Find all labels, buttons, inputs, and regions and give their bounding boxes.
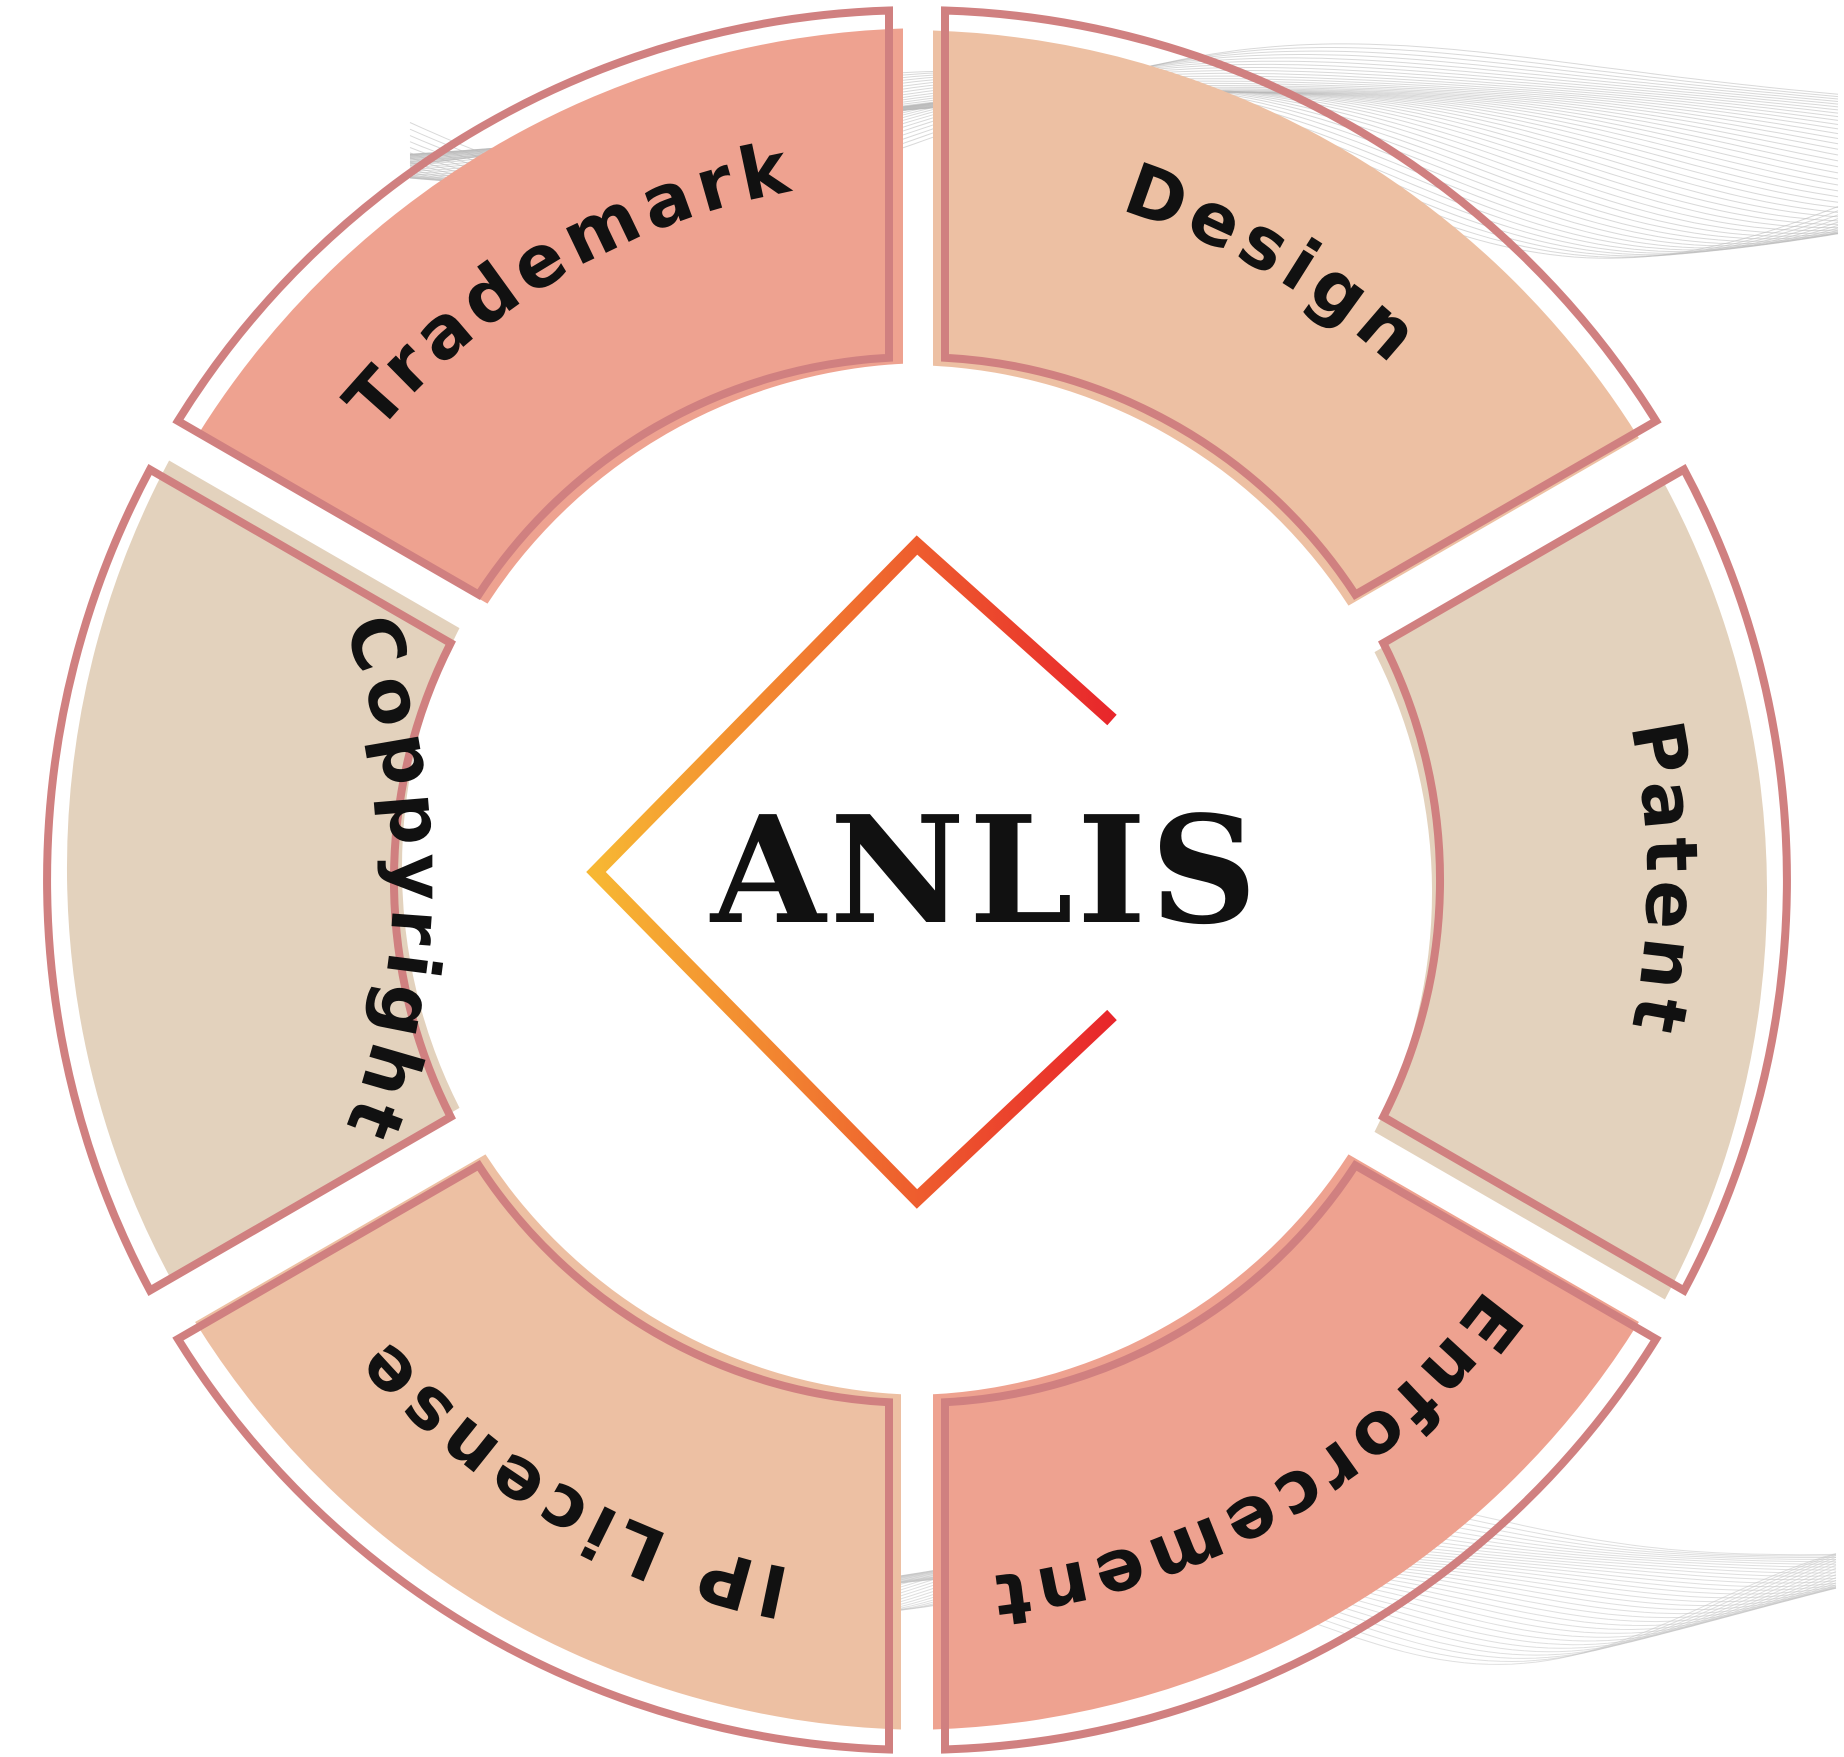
anlis-logo: ANLIS	[586, 535, 1261, 1209]
segment-copyright-fill	[66, 460, 460, 1276]
segment-ip-license-fill	[195, 1154, 902, 1730]
segment-design[interactable]: Design	[933, 6, 1662, 606]
segment-patent-outline	[1378, 463, 1791, 1297]
segment-enforcement-fill	[933, 1154, 1639, 1730]
logo-text: ANLIS	[709, 783, 1261, 957]
segment-ip-license-outline	[172, 1160, 893, 1754]
segment-patent[interactable]: Patent	[1374, 463, 1791, 1300]
segment-ip-license[interactable]: IP License	[172, 1154, 902, 1754]
segment-copyright[interactable]: Coppyright	[43, 460, 460, 1297]
logo-diamond-frame	[586, 535, 1117, 1209]
segment-enforcement-outline	[941, 1160, 1662, 1754]
segment-patent-fill	[1374, 484, 1768, 1300]
segment-design-fill	[933, 30, 1639, 606]
segment-trademark-fill	[197, 28, 904, 604]
segment-copyright-outline	[43, 463, 456, 1297]
segment-design-outline	[941, 6, 1662, 600]
segment-trademark-outline	[172, 6, 893, 600]
segment-trademark[interactable]: Trademark	[172, 6, 904, 604]
